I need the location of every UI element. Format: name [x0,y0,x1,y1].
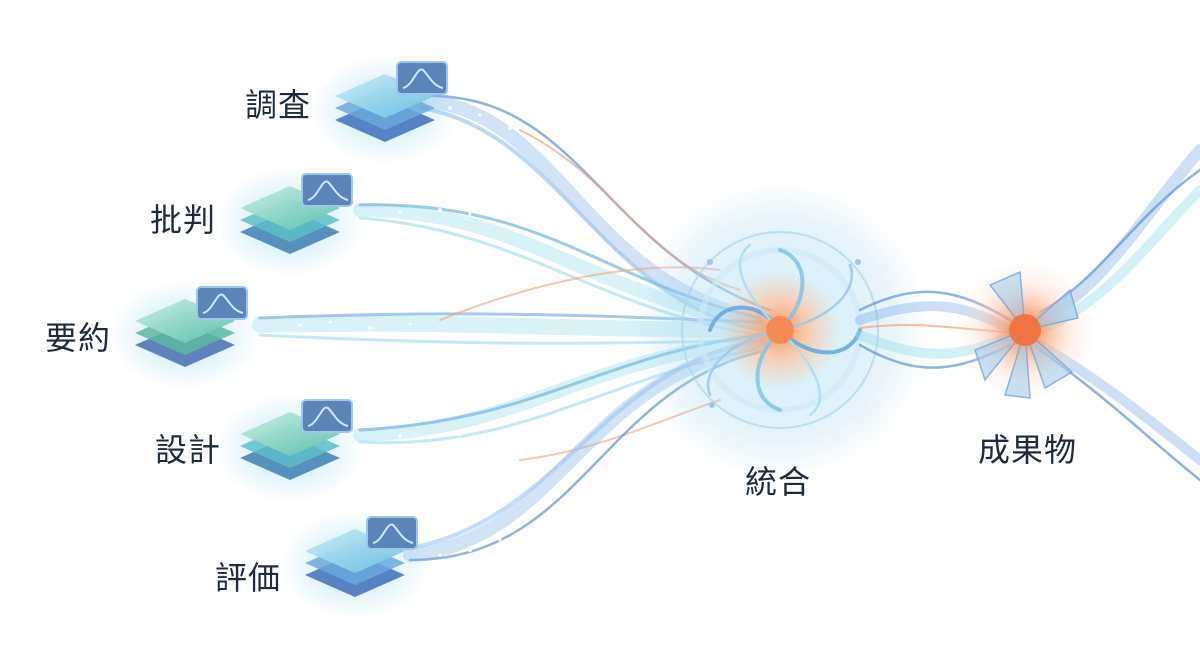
tile-summary [110,280,260,390]
tile-evaluation [280,510,430,620]
chart-card-icon [196,286,248,320]
label-design: 設計 [155,431,222,469]
label-evaluation: 評価 [215,559,282,597]
tile-investigation [310,55,460,165]
tile-critique [215,167,365,277]
label-deliverable: 成果物 [978,431,1078,469]
label-critique: 批判 [150,201,217,239]
chart-card-icon [366,516,418,550]
tile-design [215,393,365,503]
chart-card-icon [301,399,353,433]
stream-sparkles [298,106,512,557]
integration-hub [630,180,930,480]
label-summary: 要約 [45,319,112,357]
chart-card-icon [396,61,448,95]
output-node [955,260,1095,400]
chart-card-icon [301,173,353,207]
label-investigation: 調査 [245,86,312,124]
label-integration: 統合 [745,463,812,501]
